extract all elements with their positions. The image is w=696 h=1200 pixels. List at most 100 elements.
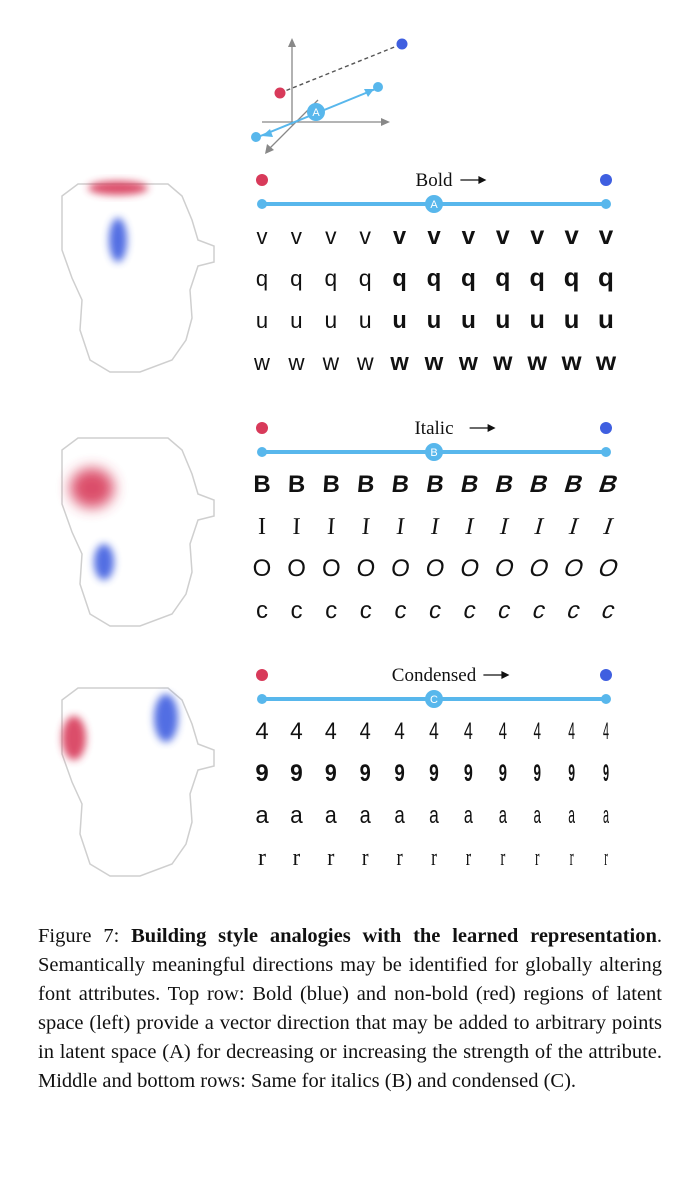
glyph: v bbox=[462, 223, 476, 250]
vector-arrowhead bbox=[262, 129, 273, 137]
glyph: r bbox=[293, 844, 301, 871]
glyph: a bbox=[464, 803, 473, 829]
blue-endpoint bbox=[600, 174, 612, 186]
red-endpoint bbox=[256, 669, 268, 681]
glyph: a bbox=[429, 802, 439, 828]
bar-end-left bbox=[257, 447, 267, 457]
vector-origin bbox=[307, 103, 325, 121]
glyph: 9 bbox=[429, 760, 439, 786]
red-point bbox=[274, 87, 286, 99]
glyph: r bbox=[570, 845, 574, 872]
bar-end-right bbox=[601, 199, 611, 209]
glyph: c bbox=[427, 597, 443, 624]
glyph: q bbox=[495, 265, 510, 292]
glyph: a bbox=[533, 802, 541, 829]
glyph: I bbox=[395, 514, 406, 540]
glyph: a bbox=[290, 801, 303, 828]
difference-vector-dashed bbox=[279, 43, 403, 94]
glyph: I bbox=[292, 514, 301, 540]
glyph: I bbox=[600, 514, 617, 540]
glyph: r bbox=[535, 845, 540, 871]
glyph: u bbox=[256, 308, 268, 333]
glyph: a bbox=[603, 801, 609, 828]
glyph: q bbox=[324, 265, 337, 291]
glyph: c bbox=[461, 597, 478, 624]
direction-arrowhead bbox=[478, 176, 487, 184]
glyph: w bbox=[389, 350, 409, 376]
glyph: O bbox=[253, 555, 272, 582]
blue-region bbox=[94, 544, 114, 580]
glyph: u bbox=[427, 307, 442, 334]
glyph: B bbox=[356, 471, 376, 498]
glyph: O bbox=[355, 555, 376, 582]
blue-region bbox=[154, 694, 178, 742]
glyph: q bbox=[290, 266, 302, 291]
row-letter: A bbox=[430, 199, 438, 211]
glyph: w bbox=[253, 350, 270, 375]
glyph: 4 bbox=[464, 719, 473, 745]
glyph: I bbox=[566, 513, 582, 539]
heatmap-2 bbox=[61, 437, 215, 627]
caption-text: . Semantically meaningful directions may… bbox=[38, 925, 662, 1092]
glyph: c bbox=[495, 597, 513, 624]
glyph: c bbox=[530, 597, 549, 624]
glyph: B bbox=[493, 471, 516, 498]
latent-silhouette bbox=[61, 687, 215, 877]
bar-midpoint bbox=[425, 443, 443, 461]
glyph: a bbox=[499, 803, 508, 830]
heatmap-3 bbox=[61, 687, 215, 877]
glyph: B bbox=[595, 472, 621, 498]
cyan-point-left bbox=[251, 132, 261, 142]
glyph: q bbox=[392, 266, 406, 292]
glyph: a bbox=[360, 801, 372, 828]
glyph: r bbox=[396, 844, 402, 871]
glyph: r bbox=[431, 843, 437, 870]
glyph: w bbox=[424, 349, 444, 376]
blue-point bbox=[396, 38, 408, 50]
glyph: q bbox=[564, 264, 580, 292]
glyph: q bbox=[530, 264, 545, 292]
glyph: B bbox=[253, 471, 270, 498]
glyph: 4 bbox=[429, 718, 439, 744]
glyph: u bbox=[359, 307, 372, 333]
glyph: B bbox=[424, 471, 446, 498]
glyph: u bbox=[290, 308, 302, 333]
glyph: 4 bbox=[603, 717, 609, 744]
blue-region bbox=[109, 218, 127, 262]
glyph: 4 bbox=[290, 717, 303, 744]
glyph: u bbox=[495, 307, 510, 334]
red-region bbox=[88, 181, 148, 195]
glyph: O bbox=[561, 555, 587, 581]
glyph: v bbox=[564, 222, 579, 250]
glyph: u bbox=[598, 304, 614, 334]
glyph: 9 bbox=[568, 761, 575, 788]
bar-midpoint bbox=[425, 690, 443, 708]
glyph: w bbox=[356, 349, 374, 375]
bar-midpoint bbox=[425, 195, 443, 213]
caption-prefix: Figure 7: bbox=[38, 925, 132, 947]
axis-arrowhead bbox=[265, 144, 274, 154]
glyph: 9 bbox=[394, 760, 404, 787]
glyph: 4 bbox=[394, 718, 404, 745]
glyph: O bbox=[458, 555, 482, 582]
glyph: 4 bbox=[533, 718, 541, 745]
glyph: O bbox=[424, 555, 447, 582]
figure-caption: Figure 7: Building style analogies with … bbox=[38, 922, 662, 1096]
glyph: v bbox=[427, 223, 441, 250]
glyph: I bbox=[429, 513, 441, 540]
axis-arrowhead bbox=[381, 118, 390, 126]
glyph: r bbox=[362, 843, 369, 870]
red-endpoint bbox=[256, 422, 268, 434]
glyph: I bbox=[532, 513, 547, 540]
blue-endpoint bbox=[600, 422, 612, 434]
glyph: w bbox=[458, 349, 479, 376]
